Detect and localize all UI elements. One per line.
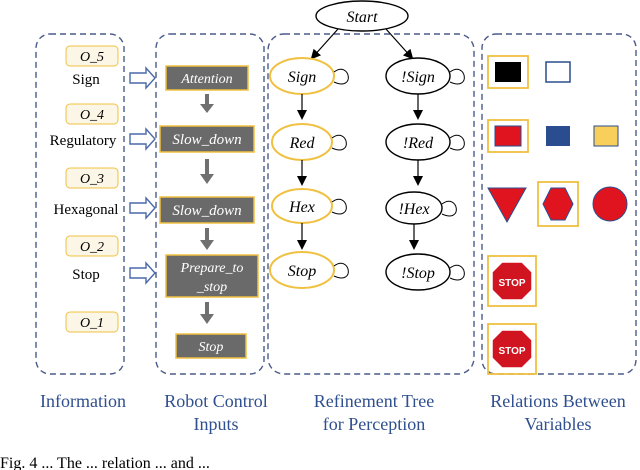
tree-self-loop-sign: [333, 69, 349, 85]
control-stop-text: Stop: [199, 340, 224, 355]
refinement-title-line2: for Perception: [323, 414, 425, 434]
red-square-icon: [494, 125, 522, 147]
tree-self-loop-not-hex: [441, 201, 457, 217]
relations-column-frame: [481, 33, 637, 375]
control-column-frame: [155, 33, 265, 375]
yellow-square-icon: [593, 125, 619, 147]
red-square-frame: [487, 119, 529, 153]
control-arrow-3: [200, 228, 214, 250]
relation-row-sign: [487, 55, 571, 89]
tree-node-not-sign: !Sign: [385, 57, 465, 95]
refinement-column-frame: [267, 33, 475, 375]
hollow-arrow-1: [129, 66, 156, 90]
info-label-sign: Sign: [72, 72, 100, 88]
control-box-prepare-to-stop: Prepare_to _stop: [165, 254, 259, 298]
control-attention-text: Attention: [180, 72, 232, 87]
info-tag-o4: O_4: [65, 103, 119, 125]
tree-node-not-hex-text: !Hex: [398, 201, 429, 218]
tree-self-loop-not-stop: [449, 265, 465, 281]
control-box-stop: Stop: [175, 333, 247, 359]
relation-row-regulatory: [487, 119, 619, 153]
black-square-shape: [495, 62, 521, 82]
info-label-stop: Stop: [72, 267, 100, 283]
relations-title-line1: Relations Between: [490, 391, 625, 411]
info-label-hexagonal: Hexagonal: [54, 202, 119, 218]
control-box-slow-down-1: Slow_down: [159, 125, 255, 153]
white-square-icon: [545, 61, 571, 83]
relation-row-stop-final: STOP: [487, 323, 537, 375]
tree-start-text: Start: [346, 9, 378, 26]
tree-node-not-red: !Red: [385, 123, 465, 161]
control-prepare-line1: Prepare_to: [180, 261, 244, 276]
information-column-frame: [35, 33, 125, 375]
tree-self-loop-not-red: [449, 135, 465, 151]
tree-self-loop-stop: [333, 263, 349, 279]
control-box-attention: Attention: [165, 65, 249, 91]
info-label-regulatory: Regulatory: [50, 133, 117, 149]
tree-node-not-stop-text: !Stop: [401, 265, 435, 282]
tree-node-hex: Hex: [271, 188, 347, 224]
tree-node-not-hex: !Hex: [385, 191, 457, 225]
red-hexagon-icon: [542, 187, 574, 221]
stop-sign-frame-2: [487, 323, 537, 375]
red-triangle-icon: [487, 187, 527, 224]
stop-sign-text-2: STOP: [498, 346, 525, 357]
tree-node-not-stop: !Stop: [385, 253, 465, 291]
info-tag-o3: O_3: [65, 167, 119, 189]
information-column-title: Information: [40, 391, 126, 411]
info-tag-o1-text: O_1: [80, 316, 104, 331]
hexagon-frame: [537, 181, 579, 227]
info-tag-o1: O_1: [65, 311, 119, 333]
control-arrow-4: [200, 302, 214, 324]
info-tag-o5: O_5: [65, 45, 119, 67]
tree-node-red: Red: [271, 123, 347, 161]
info-tag-o3-text: O_3: [80, 172, 104, 187]
relation-row-shape: [487, 181, 628, 227]
tree-self-loop-not-sign: [449, 69, 465, 85]
hollow-arrow-3: [129, 196, 156, 220]
info-tag-o4-text: O_4: [80, 108, 104, 123]
red-circle-icon: [592, 186, 628, 222]
black-square-icon: [487, 55, 529, 89]
tree-node-hex-text: Hex: [288, 199, 315, 216]
info-tag-o5-text: O_5: [80, 50, 104, 65]
tree-node-stop: Stop: [269, 251, 349, 289]
tree-node-stop-text: Stop: [288, 263, 316, 280]
tree-edge-start-notsign: [385, 28, 414, 60]
figure-caption: Fig. 4 ... The ... relation ... and ...: [0, 455, 210, 470]
stop-sign-icon-1: [491, 261, 533, 301]
tree-node-not-red-text: !Red: [403, 135, 434, 152]
tree-node-not-sign-text: !Sign: [401, 69, 435, 86]
tree-edge-start-sign: [310, 28, 339, 60]
tree-node-sign: Sign: [269, 57, 349, 95]
info-tag-o2: O_2: [65, 235, 119, 257]
control-slow-down-1-text: Slow_down: [172, 132, 241, 148]
hollow-arrow-4: [129, 261, 156, 285]
info-tag-o2-text: O_2: [80, 240, 104, 255]
control-arrow-2: [200, 159, 214, 184]
tree-node-sign-text: Sign: [288, 69, 316, 86]
control-arrow-1: [200, 94, 214, 113]
control-prepare-line2: _stop: [196, 280, 227, 295]
tree-node-red-text: Red: [289, 135, 316, 152]
tree-self-loop-red: [331, 135, 347, 151]
stop-sign-frame-1: [487, 255, 537, 307]
relations-title-line2: Variables: [525, 414, 592, 434]
stop-sign-text-1: STOP: [498, 278, 525, 289]
robot-control-title-line1: Robot Control: [164, 391, 268, 411]
relation-row-stop: STOP: [487, 255, 537, 307]
refinement-title-line1: Refinement Tree: [314, 391, 434, 411]
hollow-arrow-2: [129, 127, 156, 151]
control-slow-down-2-text: Slow_down: [172, 203, 241, 219]
blue-square-icon: [546, 126, 570, 146]
stop-sign-icon-2: [491, 329, 533, 369]
tree-self-loop-hex: [331, 199, 347, 215]
control-box-slow-down-2: Slow_down: [159, 196, 255, 224]
robot-control-title-line2: Inputs: [194, 414, 239, 434]
tree-start-node: Start: [315, 0, 409, 32]
